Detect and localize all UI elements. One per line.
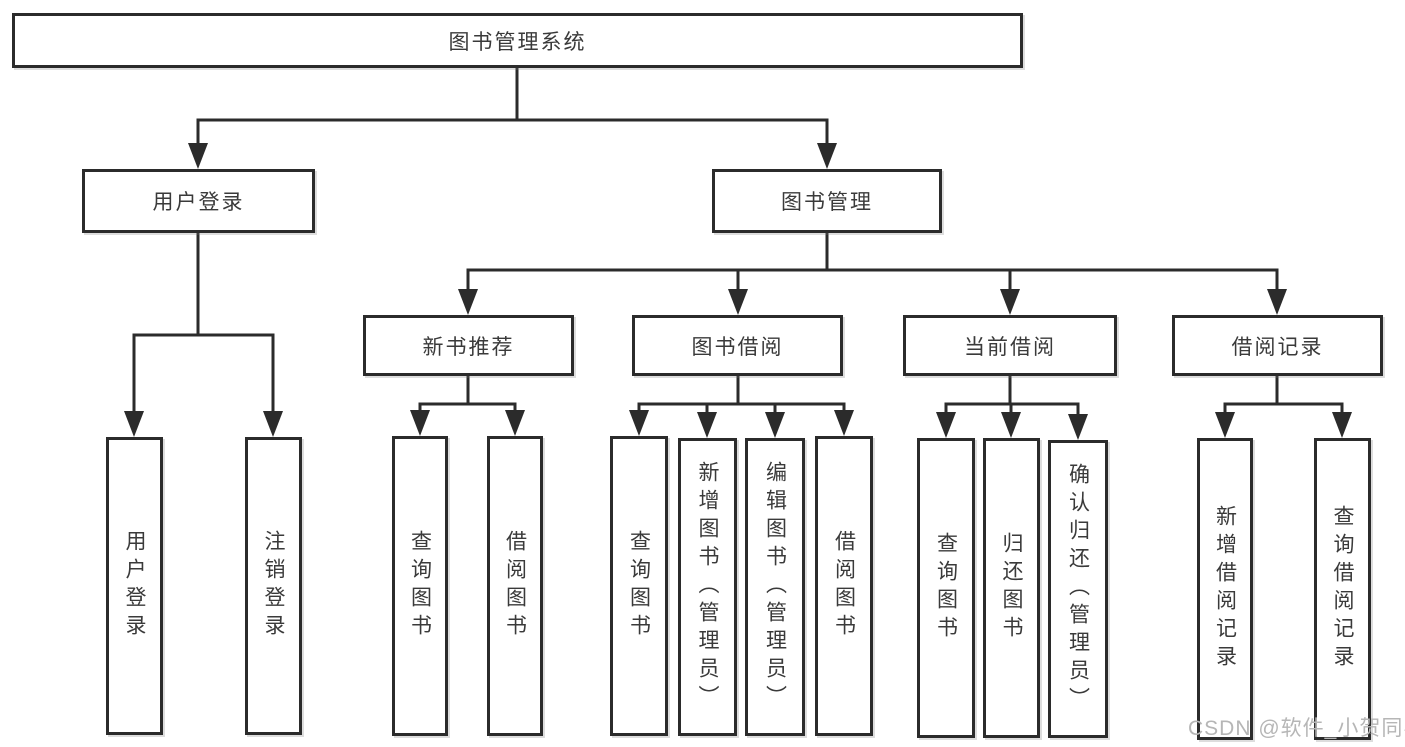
leaf-label: 注销登录 xyxy=(262,530,285,642)
node-label: 图书管理 xyxy=(781,191,873,214)
leaf-query-books: 查询图书 xyxy=(610,436,668,736)
node-label: 当前借阅 xyxy=(964,335,1056,359)
leaf-label: 归还图书 xyxy=(1000,532,1023,644)
leaf-label: 确认归还（管理员） xyxy=(1066,463,1090,715)
leaf-label: 编辑图书（管理员） xyxy=(763,461,787,713)
node-book-management: 图书管理 xyxy=(712,169,942,233)
leaf-logout: 注销登录 xyxy=(245,437,302,735)
leaf-label: 新增借阅记录 xyxy=(1213,505,1237,673)
node-library-management-system: 图书管理系统 xyxy=(12,13,1023,68)
node-label: 借阅记录 xyxy=(1231,335,1324,359)
arrowheads xyxy=(124,143,1352,440)
leaf-label: 查询图书 xyxy=(627,530,651,642)
leaf-add-borrow-record: 新增借阅记录 xyxy=(1197,438,1253,740)
leaf-query-books: 查询图书 xyxy=(917,438,975,738)
leaf-query-borrow-record: 查询借阅记录 xyxy=(1314,438,1371,740)
leaf-label: 借阅图书 xyxy=(503,530,527,642)
leaf-label: 查询借阅记录 xyxy=(1331,505,1354,673)
leaf-return-books: 归还图书 xyxy=(983,438,1040,738)
node-label: 用户登录 xyxy=(152,191,245,214)
leaf-edit-books-admin: 编辑图书（管理员） xyxy=(745,438,805,736)
node-book-borrowing: 图书借阅 xyxy=(632,315,843,376)
leaf-label: 查询图书 xyxy=(934,532,958,644)
leaf-label: 用户登录 xyxy=(123,530,146,642)
leaf-label: 新增图书（管理员） xyxy=(696,461,719,713)
node-user-login: 用户登录 xyxy=(82,169,315,233)
node-label: 图书借阅 xyxy=(691,335,784,359)
node-borrowing-records: 借阅记录 xyxy=(1172,315,1383,376)
leaf-borrow-books: 借阅图书 xyxy=(815,436,873,736)
node-current-borrowing: 当前借阅 xyxy=(903,315,1117,376)
leaf-user-login: 用户登录 xyxy=(106,437,163,735)
node-label: 图书管理系统 xyxy=(448,30,587,54)
leaf-label: 查询图书 xyxy=(408,530,432,642)
leaf-add-books-admin: 新增图书（管理员） xyxy=(678,438,737,736)
connector-strokes xyxy=(132,66,1344,420)
csdn-watermark: CSDN @软件_小贺同学 xyxy=(1188,717,1405,740)
node-new-book-recommendation: 新书推荐 xyxy=(363,315,574,376)
leaf-borrow-books: 借阅图书 xyxy=(487,436,543,736)
leaf-confirm-return-admin: 确认归还（管理员） xyxy=(1048,440,1108,738)
leaf-label: 借阅图书 xyxy=(832,530,856,642)
leaf-query-books: 查询图书 xyxy=(392,436,448,736)
node-label: 新书推荐 xyxy=(422,335,515,359)
